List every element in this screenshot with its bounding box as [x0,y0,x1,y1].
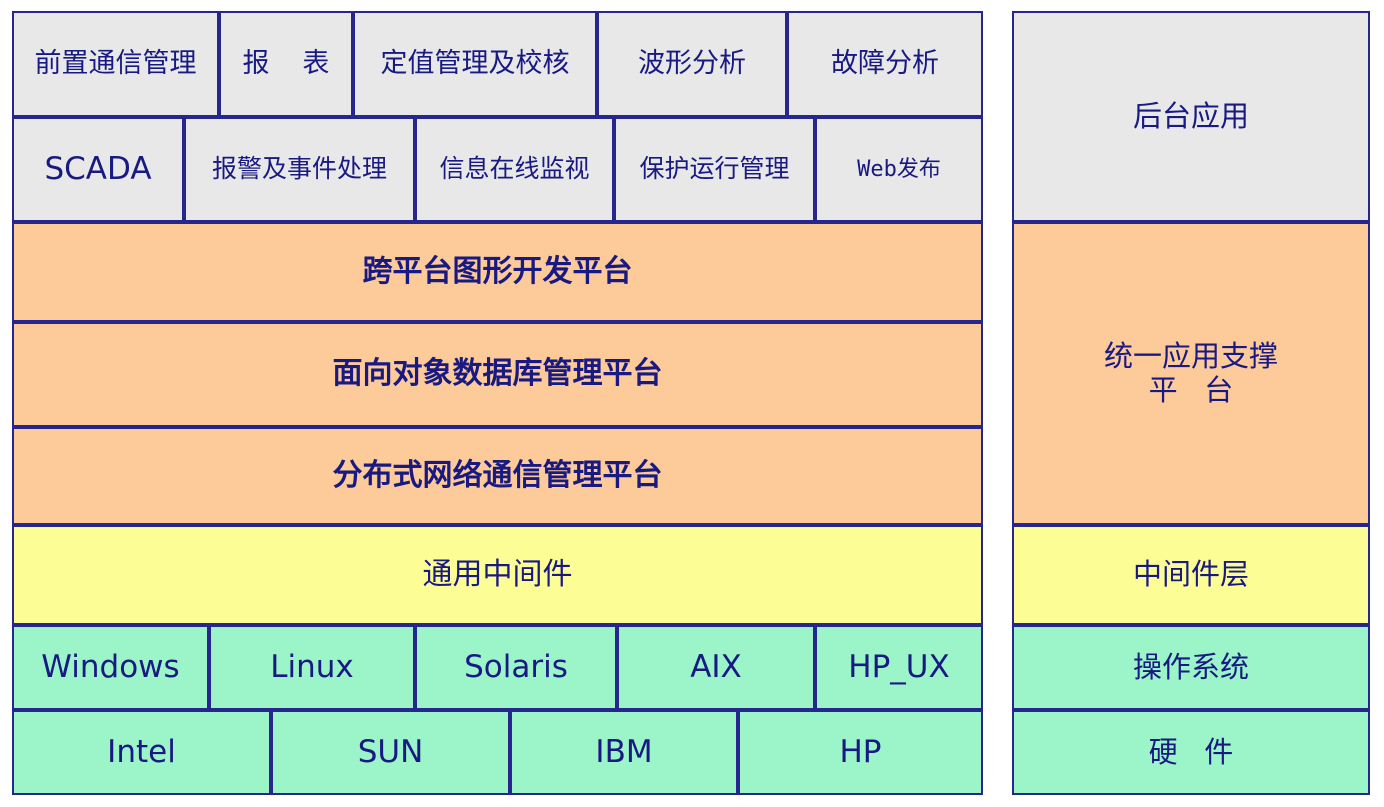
cell-os-linux: Linux [209,625,415,710]
cell-os-aix: AIX [617,625,815,710]
cell-front-end-comm-management: 前置通信管理 [12,11,219,117]
cell-distributed-network-communication-management-platform: 分布式网络通信管理平台 [12,427,983,525]
cell-os-solaris: Solaris [415,625,617,710]
cell-general-middleware: 通用中间件 [12,525,983,625]
cell-fault-analysis: 故障分析 [787,11,983,117]
layer-label-middleware: 中间件层 [1012,525,1370,625]
layer-label-hardware: 硬 件 [1012,710,1370,795]
cell-object-oriented-database-management-platform: 面向对象数据库管理平台 [12,322,983,427]
cell-cross-platform-graphics-development-platform: 跨平台图形开发平台 [12,222,983,322]
layer-label-line-1: 统一应用支撑 [1103,339,1278,374]
cell-alarm-and-event-processing: 报警及事件处理 [184,117,415,222]
cell-hw-ibm: IBM [510,710,738,795]
cell-hw-intel: Intel [12,710,271,795]
cell-waveform-analysis: 波形分析 [597,11,787,117]
cell-os-hp-ux: HP_UX [815,625,983,710]
cell-hw-hp: HP [738,710,983,795]
cell-hw-sun: SUN [271,710,510,795]
cell-os-windows: Windows [12,625,209,710]
layer-label-unified-application-support-platform: 统一应用支撑 平 台 [1012,222,1370,525]
layer-label-background-application: 后台应用 [1012,11,1370,222]
cell-report: 报 表 [219,11,353,117]
cell-information-online-monitoring: 信息在线监视 [415,117,614,222]
layer-label-line-2: 平 台 [1148,372,1242,407]
cell-web-publishing: Web发布 [815,117,983,222]
cell-protection-operation-management: 保护运行管理 [614,117,815,222]
layer-label-operating-system: 操作系统 [1012,625,1370,710]
cell-setting-management-and-check: 定值管理及校核 [353,11,597,117]
cell-scada: SCADA [12,117,184,222]
